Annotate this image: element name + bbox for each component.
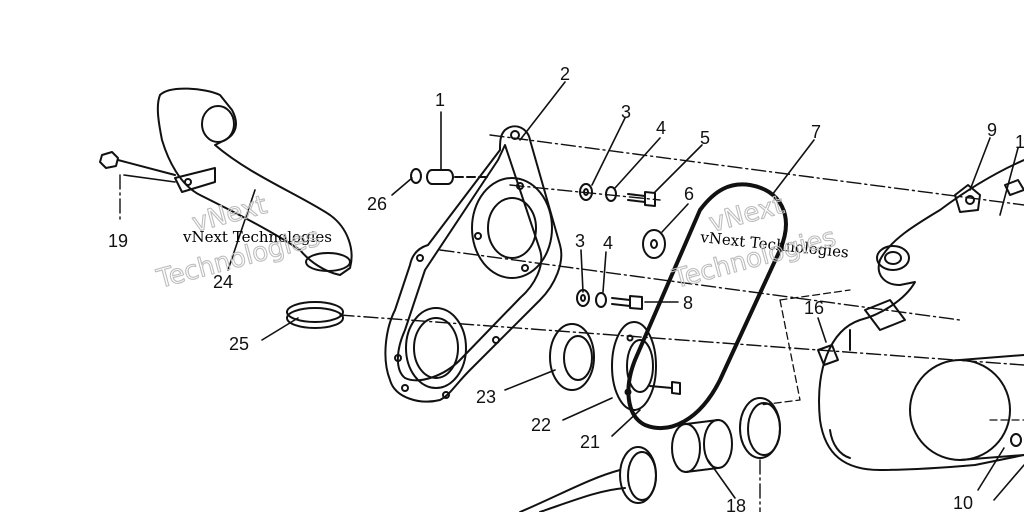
reference-box <box>759 289 1024 421</box>
callout-10: 10 <box>953 493 973 512</box>
clamp-25 <box>286 301 344 329</box>
watermark-large-right-1: vNext <box>706 190 787 239</box>
sleeve-18 <box>671 419 733 473</box>
callout-4-upper: 4 <box>656 118 666 138</box>
bolt-21 <box>649 381 681 395</box>
clamp-18a <box>619 446 657 504</box>
flap-16 <box>817 344 839 366</box>
lower-duct <box>519 469 626 512</box>
watermark-small-left: vNext Technologies <box>182 228 332 246</box>
callout-4-lower: 4 <box>603 233 613 253</box>
callout-1-right: 1 <box>1015 132 1024 152</box>
callout-21: 21 <box>580 432 600 452</box>
callout-5: 5 <box>700 128 710 148</box>
inner-cover-plate <box>384 125 563 403</box>
callout-7: 7 <box>811 122 821 142</box>
callout-23: 23 <box>476 387 496 407</box>
callout-16: 16 <box>804 298 824 318</box>
bolt-5 <box>627 191 656 207</box>
callout-3-lower: 3 <box>575 231 585 251</box>
callout-9: 9 <box>987 120 997 140</box>
bearing-housing-22 <box>611 321 657 411</box>
clamp-18b <box>739 397 781 459</box>
bolt-19 <box>99 151 176 176</box>
leader-lines <box>123 81 1024 501</box>
callout-24: 24 <box>213 272 233 292</box>
callout-1: 1 <box>435 90 445 110</box>
grommet-26 <box>410 168 422 184</box>
washer-4-upper <box>605 186 617 202</box>
callout-22: 22 <box>531 415 551 435</box>
callout-6: 6 <box>684 184 694 204</box>
callout-3-upper: 3 <box>621 102 631 122</box>
drive-belt-7 <box>626 182 788 430</box>
callout-2: 2 <box>560 64 570 84</box>
callout-labels: 1 2 3 4 5 6 7 9 1 26 19 3 4 24 8 16 25 2… <box>108 64 1024 512</box>
callout-26: 26 <box>367 194 387 214</box>
outer-cover-9 <box>818 159 1024 471</box>
callout-25: 25 <box>229 334 249 354</box>
bolt-8 <box>611 295 643 310</box>
callout-19: 19 <box>108 231 128 251</box>
dowel-1 <box>426 169 489 185</box>
bolt-10 <box>1010 433 1022 447</box>
spacer-6 <box>642 229 666 259</box>
callout-8: 8 <box>683 293 693 313</box>
callout-18: 18 <box>726 496 746 512</box>
washer-3-upper <box>579 183 593 201</box>
intake-duct <box>156 87 353 276</box>
washer-4-lower <box>595 292 607 308</box>
seal-23 <box>549 323 595 391</box>
